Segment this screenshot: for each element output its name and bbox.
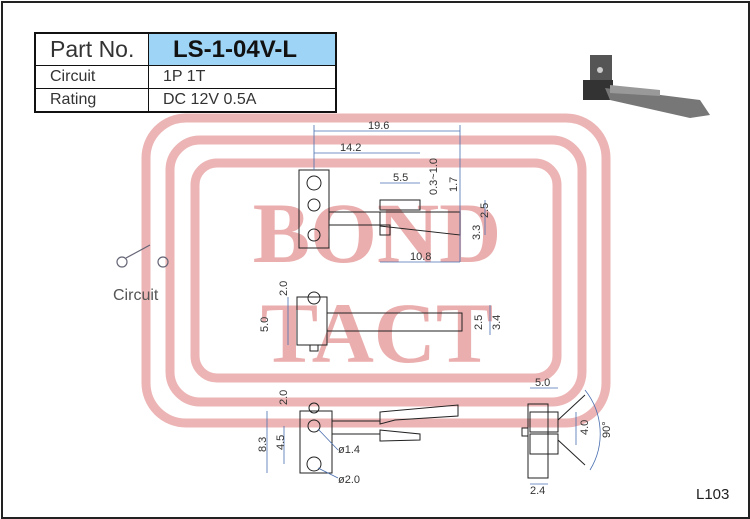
circuit-symbol xyxy=(116,244,169,268)
watermark-bond: BOND xyxy=(253,185,501,281)
circuit-caption: Circuit xyxy=(113,287,159,304)
page-code: L103 xyxy=(696,486,730,503)
dim-dia-1-4: ø1.4 xyxy=(338,444,360,456)
dim-8-3: 8.3 xyxy=(257,437,269,452)
dim-90-deg: 90° xyxy=(601,421,613,438)
dim-19-6: 19.6 xyxy=(368,120,389,132)
part-no-label: Part No. xyxy=(34,32,149,66)
dim-5-0-side: 5.0 xyxy=(535,377,550,389)
dim-2-4: 2.4 xyxy=(530,485,545,497)
watermark xyxy=(141,113,611,428)
switch-drawings xyxy=(296,169,586,479)
watermark-tact: TACT xyxy=(261,285,494,381)
dim-2-5-top: 2.5 xyxy=(479,203,491,218)
dim-4-5: 4.5 xyxy=(275,435,287,450)
dim-0-3-1-0: 0.3~1.0 xyxy=(428,158,440,195)
dim-4-0: 4.0 xyxy=(579,420,591,435)
dim-3-4: 3.4 xyxy=(491,315,503,330)
dim-1-7: 1.7 xyxy=(448,177,460,192)
rating-value: DC 12V 0.5A xyxy=(148,88,337,113)
dim-14-2: 14.2 xyxy=(340,142,361,154)
dim-2-0-bot: 2.0 xyxy=(278,390,290,405)
dimension-labels: 19.6 14.2 5.5 0.3~1.0 1.7 2.5 3.3 10.8 2… xyxy=(257,120,613,497)
circuit-label: Circuit xyxy=(34,65,149,89)
circuit-value: 1P 1T xyxy=(148,65,337,89)
dim-dia-2-0: ø2.0 xyxy=(338,474,360,486)
dim-3-3: 3.3 xyxy=(471,225,483,240)
dim-5-0-mid: 5.0 xyxy=(259,317,271,332)
dim-10-8: 10.8 xyxy=(410,251,431,263)
product-photo xyxy=(583,55,710,118)
dim-2-5-mid: 2.5 xyxy=(473,315,485,330)
dim-2-0-mid: 2.0 xyxy=(278,281,290,296)
dim-5-5: 5.5 xyxy=(393,172,408,184)
dimension-lines xyxy=(266,125,601,485)
rating-label: Rating xyxy=(34,88,149,113)
